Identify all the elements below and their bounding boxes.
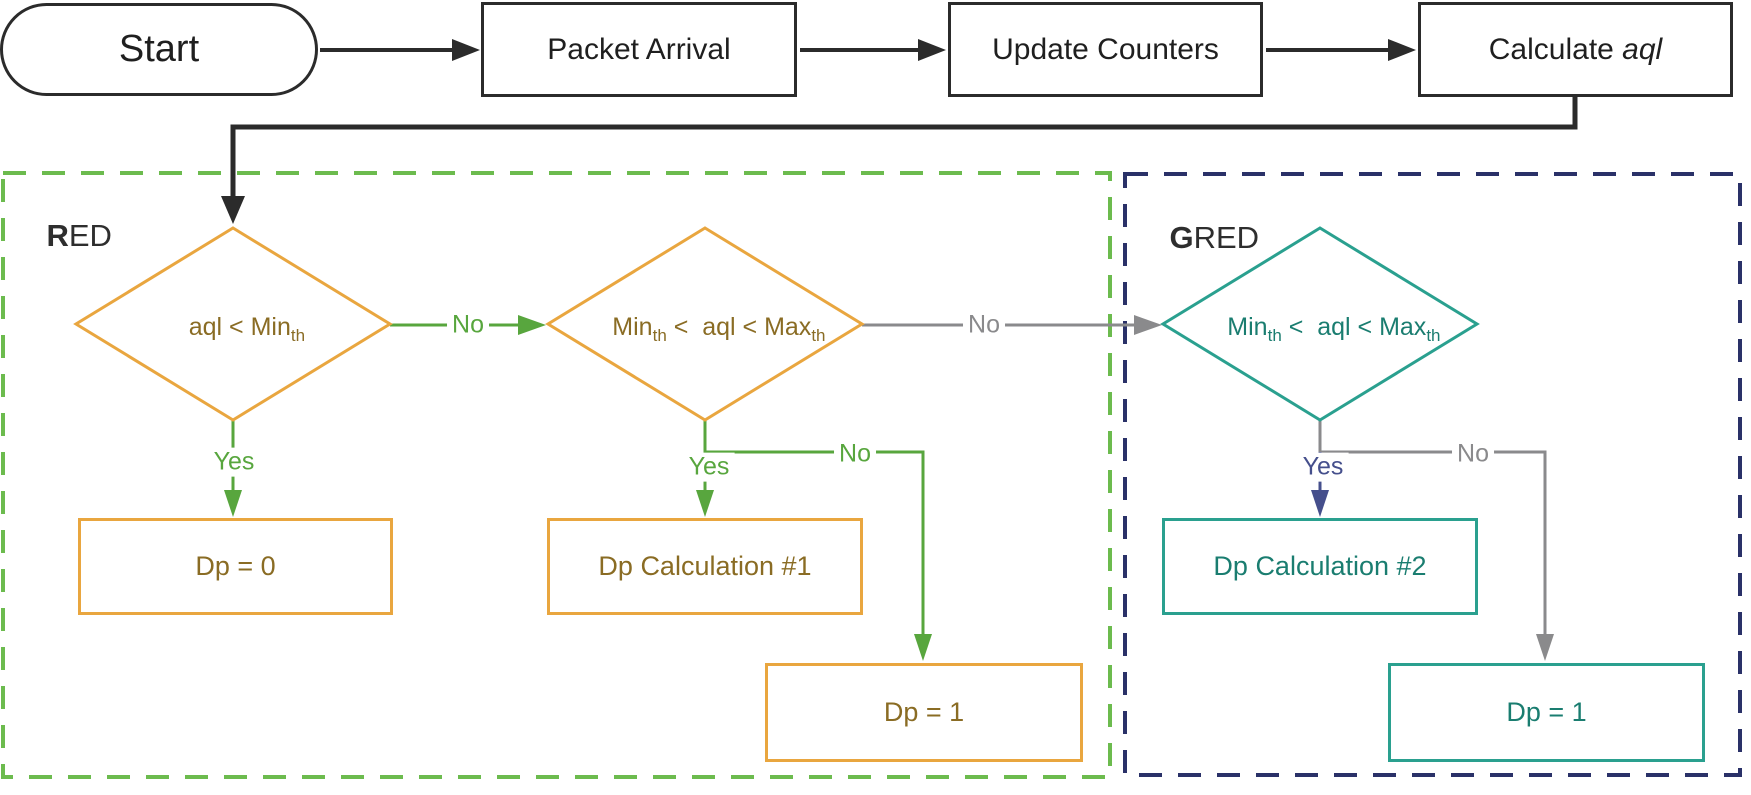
dp0-node: Dp = 0 <box>78 518 393 615</box>
edge-update-to-calculate <box>1266 39 1416 61</box>
decision3-yes-label: Yes <box>1297 452 1349 482</box>
calculate-aql-node: Calculate aql <box>1418 2 1733 97</box>
red-region-label: RED <box>46 218 112 253</box>
dp1-gred-node: Dp = 1 <box>1388 663 1705 762</box>
calculate-label: Calculate <box>1488 32 1623 66</box>
dp1-red-label: Dp = 1 <box>883 697 965 727</box>
dp1-gred-label: Dp = 1 <box>1506 697 1587 727</box>
decision1-diamond <box>73 226 393 422</box>
decision3-no-label: No <box>1452 439 1494 469</box>
decision1-yes-label: Yes <box>208 447 260 477</box>
decision1-label: aql < Minth <box>188 312 306 345</box>
dp-calculation-1-label: Dp Calculation #1 <box>598 551 812 581</box>
dp-calculation-2-node: Dp Calculation #2 <box>1162 518 1478 615</box>
start-node: Start <box>0 3 318 96</box>
decision2-diamond <box>545 226 865 422</box>
decision2-yes-label: Yes <box>683 452 735 482</box>
edge-decision2-no <box>705 450 932 661</box>
dp-calculation-1-node: Dp Calculation #1 <box>547 518 863 615</box>
decision3-label: Minth < aql < Maxth <box>1227 312 1441 345</box>
edge-start-to-packet <box>320 39 480 61</box>
dp0-label: Dp = 0 <box>195 551 276 581</box>
gred-region-border <box>1123 172 1742 777</box>
decision3-diamond <box>1160 226 1480 422</box>
dp-calculation-2-label: Dp Calculation #2 <box>1213 551 1427 581</box>
decision1-no-label: No <box>447 310 489 340</box>
decision2-no-to-gred-label: No <box>963 310 1005 340</box>
start-label: Start <box>118 28 200 70</box>
packet-arrival-label: Packet Arrival <box>547 32 731 66</box>
red-region-border <box>1 171 1112 779</box>
dp1-red-node: Dp = 1 <box>765 663 1083 762</box>
edge-packet-to-update <box>800 39 946 61</box>
edge-calculate-to-decision1 <box>221 97 1578 224</box>
decision2-no-label: No <box>834 439 876 469</box>
gred-region-label: GRED <box>1169 220 1260 255</box>
calculate-aql-italic: aql <box>1622 32 1663 66</box>
packet-arrival-node: Packet Arrival <box>481 2 797 97</box>
edge-decision2-no-to-gred <box>862 315 1162 335</box>
decision2-label: Minth < aql < Maxth <box>612 312 826 345</box>
edge-decision3-no <box>1318 420 1554 661</box>
update-counters-label: Update Counters <box>992 32 1219 66</box>
update-counters-node: Update Counters <box>948 2 1263 97</box>
